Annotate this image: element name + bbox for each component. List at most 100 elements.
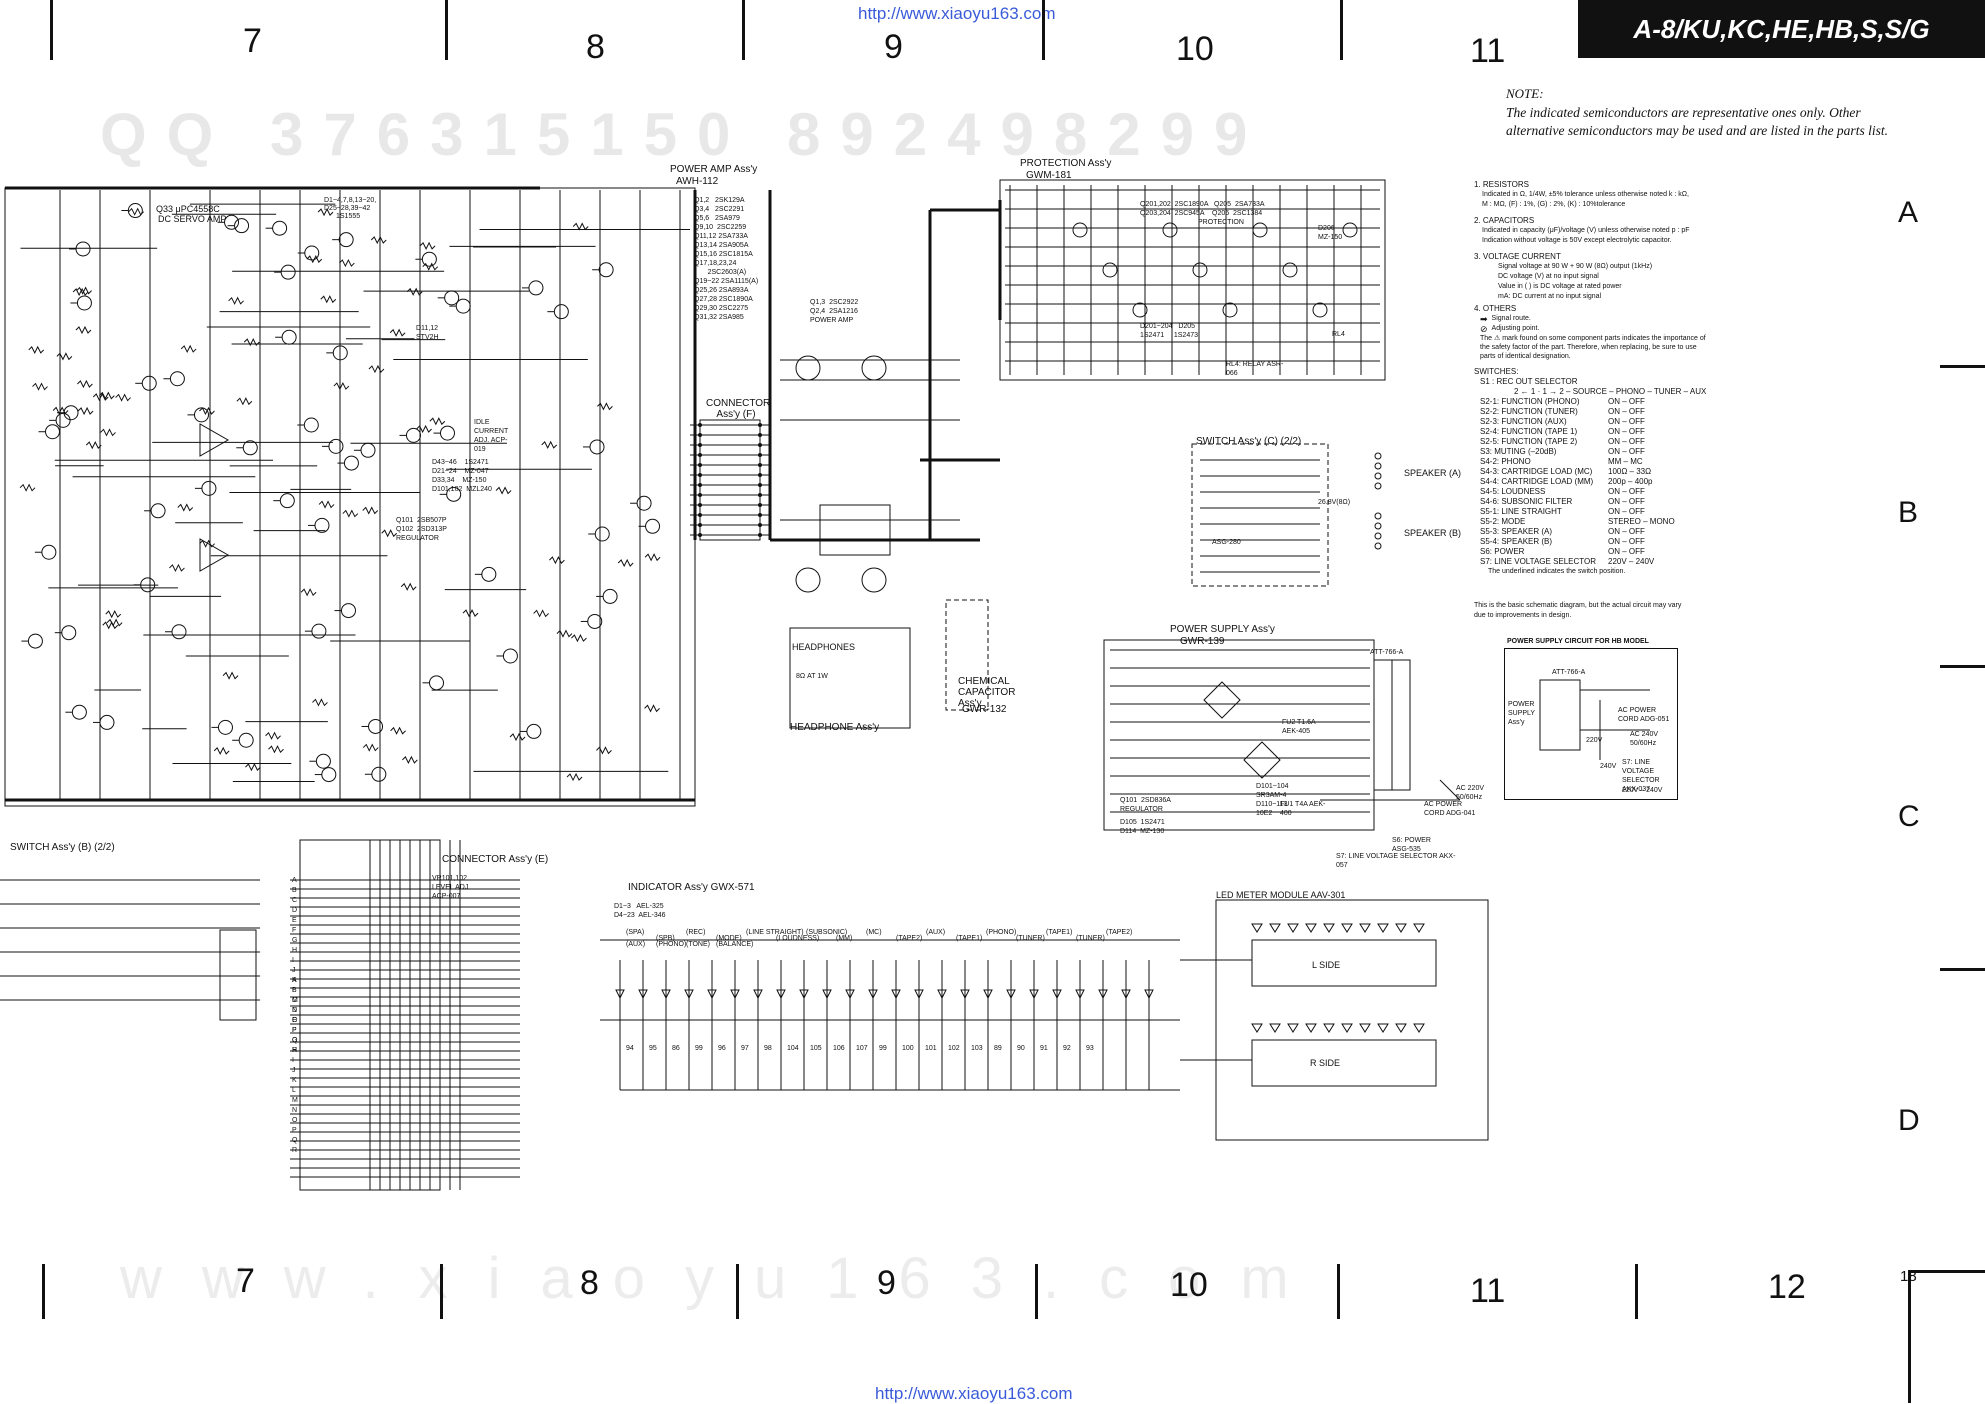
resistor-symbol (368, 364, 385, 374)
adjusting-point-icon: ⊘ (1480, 324, 1488, 334)
hb-assy-label: POWER SUPPLY Ass'y (1508, 701, 1535, 726)
resistor-symbol (333, 381, 350, 391)
transistor-symbol (238, 732, 254, 748)
resistor-symbol (422, 262, 439, 271)
protection-assy-label: PROTECTION Ass'y (1020, 158, 1112, 169)
transistor-symbol (481, 566, 497, 582)
resistor-symbol (390, 726, 406, 735)
switch-name: S7: LINE VOLTAGE SELECTOR (1480, 557, 1597, 566)
led-symbol (1413, 923, 1425, 933)
transistor-symbol (314, 517, 330, 533)
column-label-7: 7 (243, 22, 262, 60)
indicator-pin-number: 98 (764, 1045, 772, 1052)
resistor-symbol (644, 704, 660, 713)
ac-power-cord-label: AC POWER CORD ADG-041 (1424, 801, 1476, 817)
connector-e-pin: O (292, 1017, 298, 1024)
indicator-function-label: (SPB) (656, 935, 675, 942)
l-side-label: L SIDE (1312, 960, 1341, 970)
transistor-symbol (589, 439, 605, 455)
indicator-led-symbol (661, 989, 671, 1000)
resistor-symbol (419, 241, 436, 250)
resistor-symbol (416, 424, 432, 434)
connector-e-pin: R (292, 1147, 298, 1154)
resistor-symbol (228, 296, 244, 305)
row-tick (1940, 365, 1985, 368)
headphone-label: HEADPHONE Ass'y (790, 722, 880, 733)
transistor-symbol (75, 241, 91, 257)
speaker-terminal (1374, 462, 1382, 470)
transistor-list-power-amp: Q1,2 2SK129A Q3,4 2SC2291 Q5,6 2SA979 Q9… (694, 197, 759, 321)
speaker-terminal (1374, 482, 1382, 490)
transistor-symbol (587, 613, 603, 629)
transistor-list-output: Q1,3 2SC2922 Q2,4 2SA1216 POWER AMP (810, 299, 859, 324)
resistor-symbol (77, 379, 93, 389)
indicator-led-symbol (753, 989, 763, 1000)
led-meter-label: LED METER MODULE AAV-301 (1216, 890, 1346, 900)
transistor-symbol (127, 203, 143, 219)
resistor-symbol (106, 618, 123, 627)
transistor-symbol (1132, 302, 1148, 318)
indicator-pin-number: 93 (1086, 1045, 1094, 1052)
resistor-symbol (28, 345, 45, 354)
led-bar-r (1251, 1039, 1437, 1087)
indicator-pin-number: 90 (1017, 1045, 1025, 1052)
switch-state: ON – OFF (1608, 527, 1645, 536)
indicator-function-label: (BALANCE) (716, 941, 754, 948)
indicator-led-symbol (937, 989, 947, 1000)
resistor-symbol (236, 397, 253, 406)
transistor-symbol (27, 633, 43, 649)
junction-dot (758, 473, 762, 477)
connector-e-pin: C (292, 997, 298, 1004)
connector-e-pin: E (292, 917, 297, 924)
resistor-symbol (402, 755, 418, 765)
junction-dot (758, 483, 762, 487)
switch-state: STEREO – MONO (1608, 517, 1675, 526)
resistor-symbol (597, 402, 613, 411)
indicator-diodes: D1~3 AEL-325 D4~23 AEL-346 (614, 903, 666, 919)
transistor-symbol (71, 704, 87, 720)
row-label-c: C (1898, 800, 1920, 833)
switch-state: ON – OFF (1608, 547, 1645, 556)
indicator-pin-number: 99 (879, 1045, 887, 1052)
hb-transformer-label: ATT-766-A (1552, 669, 1586, 676)
switch-name: S2-3: FUNCTION (AUX) (1480, 417, 1567, 426)
transistor-symbol (242, 440, 258, 456)
transistor-symbol (421, 251, 437, 267)
transistor-symbol (169, 371, 185, 387)
switch-row: S4-3: CARTRIDGE LOAD (MC)100Ω – 33Ω (1480, 467, 1714, 477)
column-label-9: 9 (884, 28, 903, 66)
legend-capacitors-2: Indication without voltage is 50V except… (1482, 237, 1672, 244)
transistor-symbol (455, 298, 471, 314)
transistor-symbol (553, 304, 569, 320)
transistor-symbol (234, 218, 250, 234)
transistor-symbol (1222, 302, 1238, 318)
protection-section-label: PROTECTION (1198, 219, 1244, 226)
hb-ac240-label: AC 240V 50/60Hz (1630, 731, 1659, 747)
indicator-led-symbol (1098, 989, 1108, 1000)
junction-dot (698, 483, 702, 487)
switch-state: ON – OFF (1608, 397, 1645, 406)
speaker-b-label: SPEAKER (B) (1404, 528, 1462, 538)
resistor-symbol (509, 732, 526, 742)
speaker-terminal (1374, 452, 1382, 460)
connector-e-pin: J (292, 1067, 296, 1074)
legend-basic-note: This is the basic schematic diagram, but… (1474, 602, 1682, 619)
column-tick (1635, 1264, 1638, 1319)
indicator-pin-number: 86 (672, 1045, 680, 1052)
switch-name: S4-2: PHONO (1480, 457, 1531, 466)
indicator-assy-label: INDICATOR Ass'y GWX-571 (628, 882, 755, 893)
switch-state: ON – OFF (1608, 437, 1645, 446)
resistor-symbol (199, 406, 215, 416)
indicator-pin-number: 102 (948, 1045, 960, 1052)
note-title: NOTE: (1506, 86, 1544, 101)
speaker-terminal (1374, 542, 1382, 550)
junction-dot (698, 463, 702, 467)
legend-voltage-1: Signal voltage at 90 W + 90 W (8Ω) outpu… (1498, 263, 1653, 270)
connector-f-label: CONNECTOR Ass'y (F) (706, 398, 771, 420)
resistor-symbol (389, 328, 406, 337)
indicator-pin-number: 89 (994, 1045, 1002, 1052)
transistor-symbol (141, 375, 157, 391)
legend: 1. RESISTORS Indicated in Ω, 1/4W, ±5% t… (1474, 180, 1714, 621)
